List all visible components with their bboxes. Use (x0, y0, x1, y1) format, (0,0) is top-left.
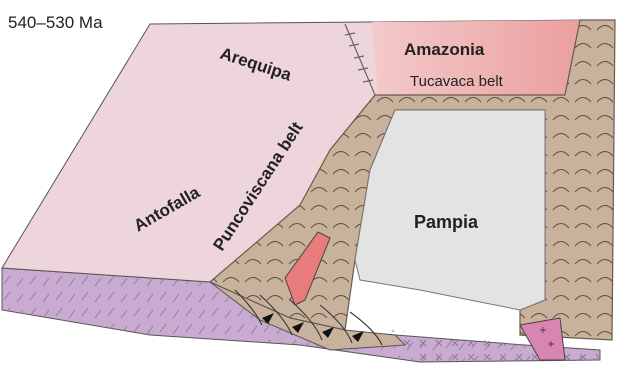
pampia-label: Pampia (414, 212, 479, 232)
tucavaca-label: Tucavaca belt (410, 73, 504, 90)
pampia-region (355, 110, 545, 310)
age-label: 540–530 Ma (8, 13, 103, 32)
amazonia-label: Amazonia (404, 40, 485, 59)
